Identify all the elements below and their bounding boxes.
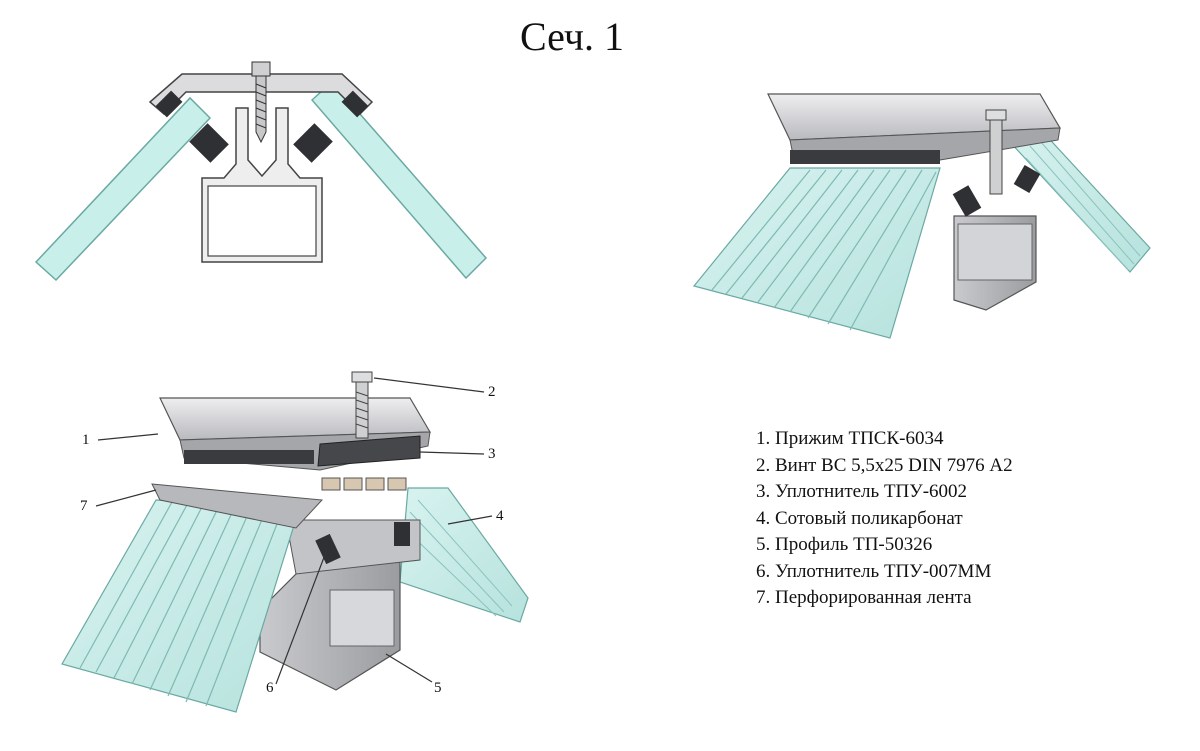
legend-item: 3. Уплотнитель ТПУ-6002 — [756, 481, 968, 502]
assembled-view — [692, 93, 1151, 339]
callout-4: 4 — [496, 508, 504, 524]
legend-item: 6. Уплотнитель ТПУ-007ММ — [756, 560, 992, 582]
legend-item: 4. Сотовый поликарбонат — [756, 507, 963, 529]
legend-item: 7. Перфорированная лента — [756, 587, 972, 608]
exploded-view — [61, 371, 529, 713]
legend-item: 5. Профиль ТП-50326 — [756, 534, 933, 555]
section-right-polycarbonate — [310, 80, 488, 280]
exploded-seal-3 — [317, 435, 421, 467]
callout-3: 3 — [488, 446, 496, 462]
callout-5: 5 — [434, 680, 442, 696]
callout-2: 2 — [488, 384, 496, 400]
section-seals — [155, 90, 369, 163]
section-screw-head — [251, 61, 271, 77]
exploded-seal-6 — [315, 533, 341, 565]
legend-item: 1. Прижим ТПСК-6034 — [756, 428, 944, 449]
callout-1: 1 — [82, 432, 90, 448]
exploded-left-polycarbonate — [61, 499, 301, 713]
callout-6: 6 — [266, 680, 274, 696]
legend-item: 2. Винт ВС 5,5х25 DIN 7976 А2 — [756, 454, 1013, 476]
parts-legend: 1. Прижим ТПСК-6034 2. Винт ВС 5,5х25 DI… — [756, 426, 1013, 612]
section-left-polycarbonate — [34, 96, 212, 282]
section-title: Сеч. 1 — [520, 14, 625, 59]
callout-7: 7 — [80, 498, 88, 514]
leader-lines — [95, 377, 493, 685]
section-view — [34, 61, 488, 282]
exploded-perforated-tape — [151, 483, 324, 529]
assembled-left-polycarbonate — [692, 167, 941, 339]
assembled-screw — [989, 113, 1003, 195]
